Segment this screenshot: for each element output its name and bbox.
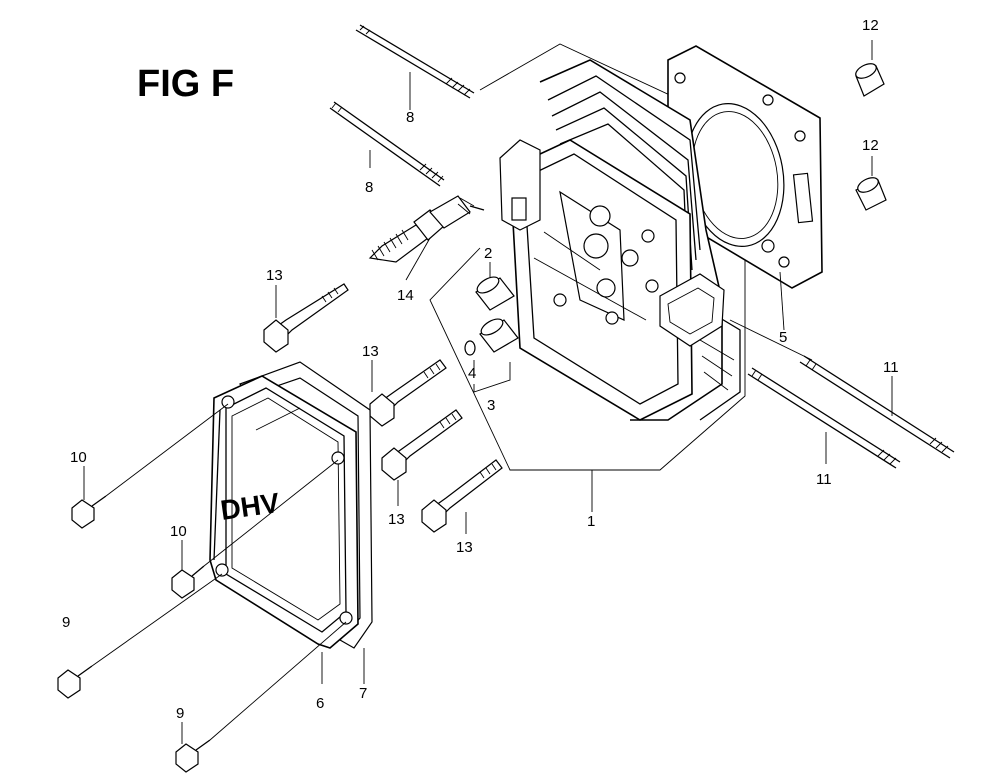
- callout-12b: 12: [862, 137, 879, 154]
- callout-10b: 10: [170, 523, 187, 540]
- callout-8b: 8: [365, 179, 373, 196]
- figure-title: FIG F: [137, 63, 234, 105]
- stud-bolt-upper: [355, 24, 475, 99]
- callout-13d: 13: [456, 539, 473, 556]
- dowel-pin-lower: [855, 177, 887, 211]
- spark-plug: [368, 195, 485, 263]
- cover-bolt-10b: [171, 565, 205, 599]
- head-cover: DHV: [209, 375, 359, 649]
- stud-bolt-lower: [329, 101, 445, 187]
- head-bolt-3: [381, 409, 463, 481]
- long-stud-lower: [747, 367, 901, 469]
- callout-3: 3: [487, 397, 495, 414]
- callout-13b: 13: [362, 343, 379, 360]
- callout-14: 14: [397, 287, 414, 304]
- head-bolt-2: [369, 359, 447, 427]
- callout-9b: 9: [176, 705, 184, 722]
- callout-13a: 13: [266, 267, 283, 284]
- guide-sleeve-2: [475, 276, 515, 311]
- head-bolt-1: [263, 283, 349, 353]
- head-gasket: [667, 45, 823, 289]
- long-stud-upper: [799, 355, 955, 459]
- cover-bolt-9b: [175, 739, 211, 773]
- callout-10a: 10: [70, 449, 87, 466]
- washer-4: [464, 340, 476, 356]
- callout-1: 1: [587, 513, 595, 530]
- callout-8a: 8: [406, 109, 414, 126]
- cylinder-head: [499, 59, 741, 421]
- callout-7: 7: [359, 685, 367, 702]
- dowel-pin-upper: [855, 63, 885, 97]
- callout-5: 5: [779, 329, 787, 346]
- callout-9a: 9: [62, 614, 70, 631]
- callout-11b: 11: [816, 471, 832, 488]
- callout-2: 2: [484, 245, 492, 262]
- assembly-bracket-1: [429, 43, 746, 471]
- cover-bolt-10a: [71, 495, 107, 529]
- guide-sleeve-3: [479, 318, 519, 353]
- callout-11a: 11: [883, 359, 899, 376]
- callout-13c: 13: [388, 511, 405, 528]
- callout-12a: 12: [862, 17, 879, 34]
- callout-6: 6: [316, 695, 324, 712]
- callout-4: 4: [468, 365, 476, 382]
- cover-bolt-9a: [57, 665, 93, 699]
- head-bolt-4: [421, 459, 503, 533]
